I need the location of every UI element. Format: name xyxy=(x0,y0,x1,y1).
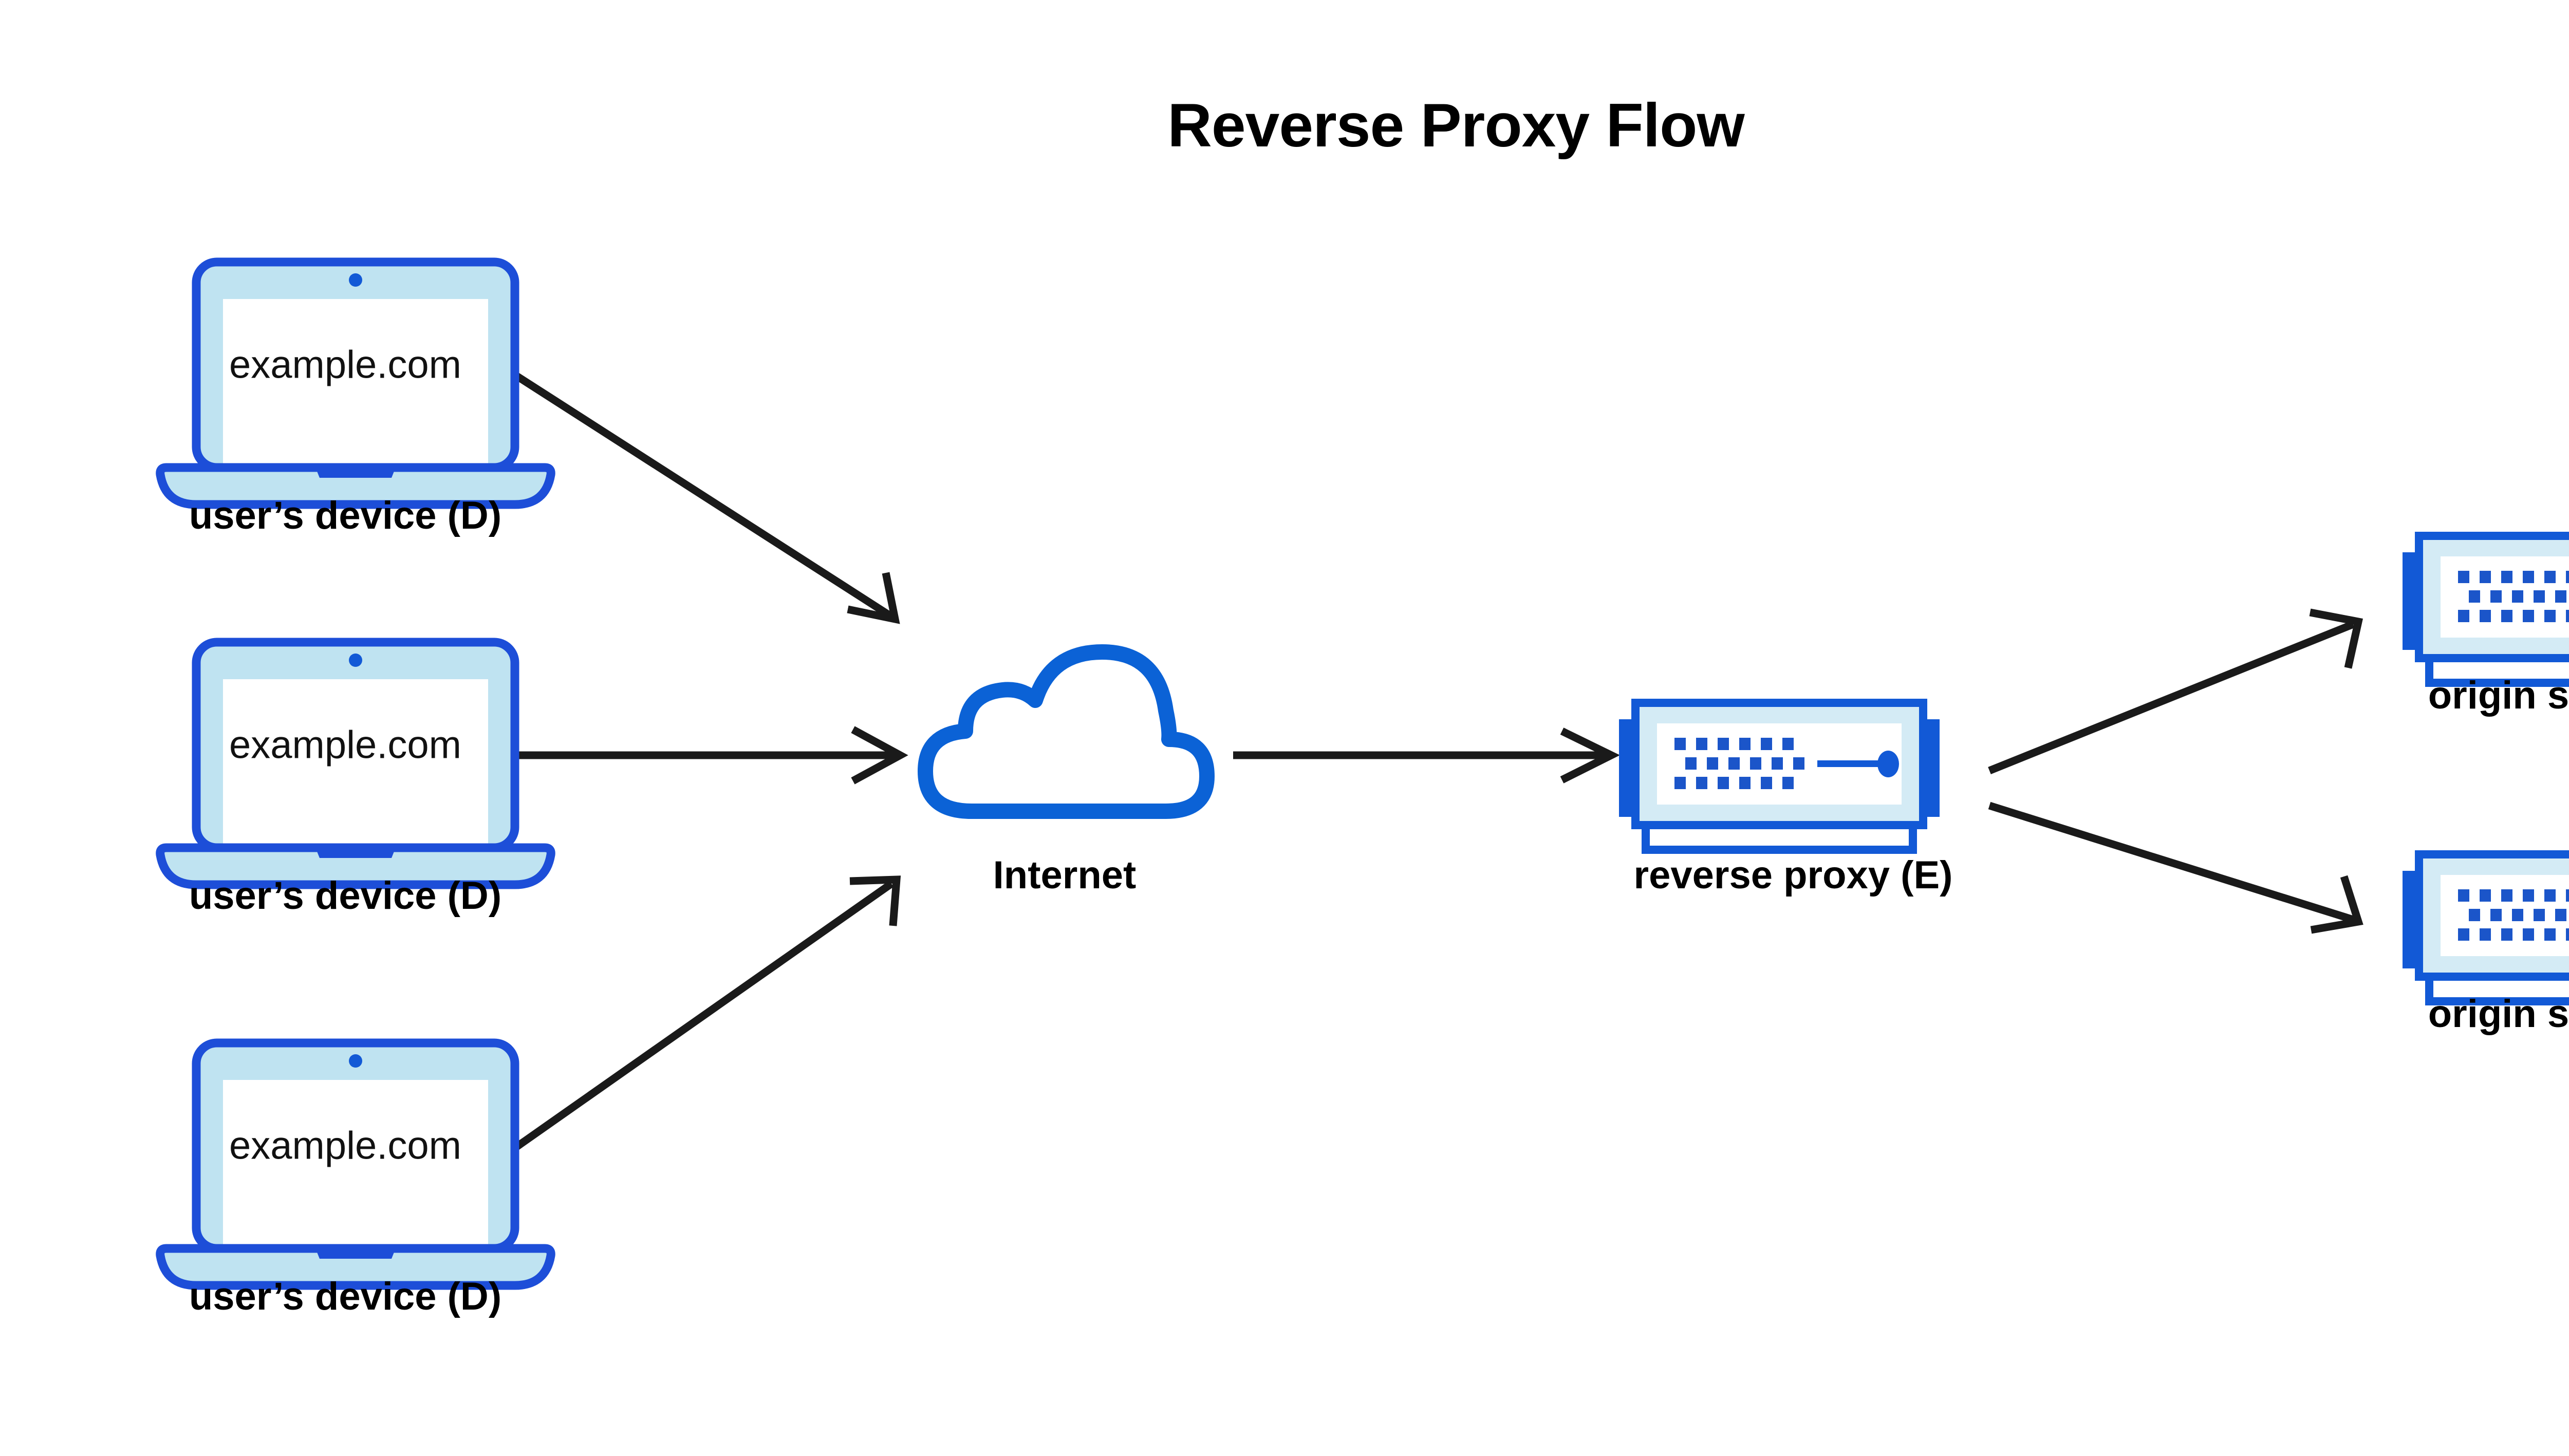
server-icon-origin-server-1[interactable] xyxy=(2403,536,2569,683)
edge-internet-to-reverse-proxy xyxy=(1233,727,1620,783)
label-origin-server-2: origin server (F) xyxy=(2428,992,2569,1036)
page-title: Reverse Proxy Flow xyxy=(1167,91,1745,160)
edge-device3-to-internet xyxy=(501,875,901,1160)
server-icon-reverse-proxy[interactable] xyxy=(1619,703,1940,850)
device-screen-text-2: example.com xyxy=(229,723,461,767)
server-icon-origin-server-2[interactable] xyxy=(2403,854,2569,1001)
edge-reverse-proxy-to-origin2 xyxy=(1988,801,2363,934)
edge-reverse-proxy-to-origin1 xyxy=(1988,608,2363,774)
edge-device1-to-internet xyxy=(509,369,900,624)
device-screen-text-1: example.com xyxy=(229,343,461,387)
edge-device2-to-internet xyxy=(514,726,908,785)
device-screen-text-3: example.com xyxy=(229,1124,461,1168)
label-origin-server-1: origin server (F) xyxy=(2428,674,2569,717)
label-internet: Internet xyxy=(993,853,1137,897)
label-device-2: user’s device (D) xyxy=(189,874,502,918)
cloud-icon-internet[interactable] xyxy=(925,652,1207,811)
label-device-3: user’s device (D) xyxy=(189,1275,502,1318)
label-device-1: user’s device (D) xyxy=(189,494,502,537)
label-reverse-proxy: reverse proxy (E) xyxy=(1633,853,1953,897)
